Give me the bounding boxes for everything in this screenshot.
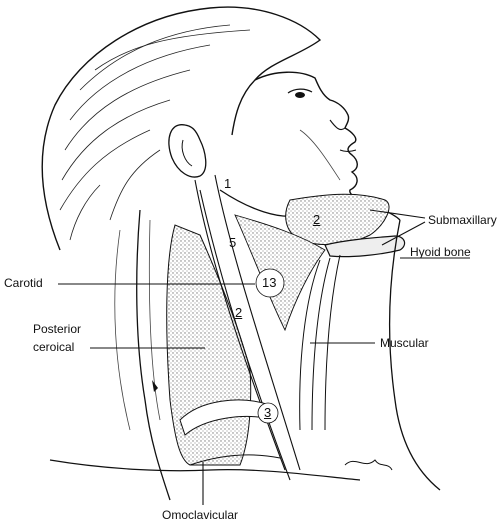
region-number-1: 1 xyxy=(224,177,231,191)
hair-outline xyxy=(42,7,320,250)
region-number-2-middle: 2 xyxy=(235,306,242,320)
submaxillary-region xyxy=(286,194,389,244)
region-number-2-submaxillary: 2 xyxy=(313,213,320,227)
eye xyxy=(295,92,305,98)
neck-front xyxy=(390,220,440,490)
nose-line xyxy=(330,120,345,130)
label-omoclavicular: Omoclavicular xyxy=(162,508,238,522)
label-muscular: Muscular xyxy=(380,336,429,350)
label-cervical: ceroical xyxy=(33,340,74,354)
label-posterior: Posterior xyxy=(33,322,81,336)
neck-back xyxy=(137,210,170,500)
label-hyoid-bone: Hyoid bone xyxy=(410,245,471,259)
hair-strands xyxy=(60,25,250,240)
face-profile xyxy=(255,72,370,205)
mole xyxy=(152,380,158,392)
region-number-5: 5 xyxy=(229,236,236,250)
label-carotid: Carotid xyxy=(4,276,43,290)
ear xyxy=(169,125,206,177)
region-number-13: 13 xyxy=(262,276,276,290)
signature-scribble xyxy=(345,460,392,470)
region-number-3: 3 xyxy=(264,406,271,420)
label-submaxillary: Submaxillary xyxy=(428,213,497,227)
posterior-cervical-region xyxy=(167,225,251,465)
cheek-line xyxy=(300,130,340,180)
